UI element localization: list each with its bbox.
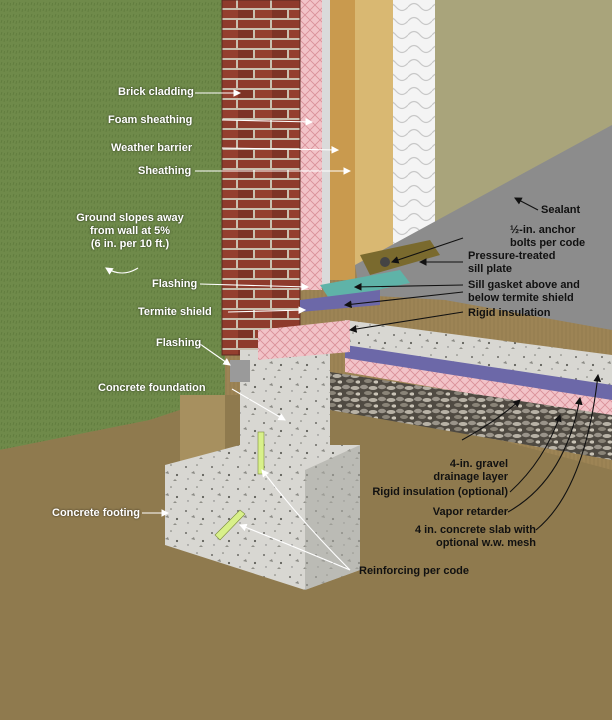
label-flashing-upper: Flashing <box>152 278 198 290</box>
label-anchor-bolts: ½-in. anchor bolts per code <box>510 224 585 250</box>
label-ground-slope: Ground slopes away from wall at 5% (6 in… <box>70 212 190 251</box>
foam-sheathing-layer <box>300 0 322 290</box>
label-anchor-bolts-line2: bolts per code <box>510 237 586 249</box>
anchor-bolt <box>380 257 390 267</box>
slab-top <box>355 125 612 330</box>
lower-flashing-piece <box>230 360 250 382</box>
label-rigid-insulation-optional: Rigid insulation (optional) <box>372 486 508 498</box>
brick-wall <box>222 0 300 355</box>
label-gravel-line1: 4-in. gravel <box>449 458 508 470</box>
sill-plate <box>360 240 440 275</box>
gravel-layer <box>330 372 612 460</box>
label-ground-slope-line2: from wall at 5% <box>89 225 171 237</box>
label-foam-sheathing: Foam sheathing <box>108 114 193 126</box>
label-gravel: 4-in. gravel drainage layer <box>380 458 508 484</box>
wall-stud <box>355 0 393 265</box>
batt-insulation <box>393 0 435 260</box>
label-vapor-retarder: Vapor retarder <box>432 506 508 518</box>
label-sheathing: Sheathing <box>138 165 192 177</box>
label-concrete-slab: 4 in. concrete slab with optional w.w. m… <box>380 524 536 550</box>
label-sill-gasket-line1: Sill gasket above and <box>468 279 580 291</box>
rebar-horizontal <box>214 509 246 541</box>
label-sill-gasket: Sill gasket above and below termite shie… <box>468 279 580 305</box>
label-ground-slope-line1: Ground slopes away <box>76 212 184 224</box>
slab-rigid-insulation <box>345 358 612 418</box>
label-termite-shield: Termite shield <box>138 306 212 318</box>
termite-shield-layer <box>320 270 410 300</box>
label-sill-plate: Pressure-treated sill plate <box>468 250 555 276</box>
foundation-insulation <box>258 320 350 360</box>
label-sealant: Sealant <box>541 204 581 216</box>
label-flashing-lower: Flashing <box>156 337 202 349</box>
label-anchor-bolts-line1: ½-in. anchor <box>510 224 576 236</box>
lawn <box>0 0 225 450</box>
label-concrete-slab-line1: 4 in. concrete slab with <box>414 524 536 536</box>
label-sill-gasket-line2: below termite shield <box>468 292 574 304</box>
label-concrete-slab-line2: optional w.w. mesh <box>435 537 536 549</box>
label-ground-slope-line3: (6 in. per 10 ft.) <box>90 238 170 250</box>
label-brick-cladding: Brick cladding <box>118 86 194 98</box>
sheathing-layer <box>330 0 355 280</box>
label-weather-barrier: Weather barrier <box>111 142 193 154</box>
label-gravel-line2: drainage layer <box>433 471 508 483</box>
label-sill-plate-line2: sill plate <box>468 263 513 275</box>
gasket-layer <box>300 290 380 312</box>
weather-barrier-layer <box>322 0 330 285</box>
rebar-vertical <box>257 431 265 475</box>
label-reinforcing: Reinforcing per code <box>359 565 470 577</box>
label-concrete-foundation: Concrete foundation <box>98 382 206 394</box>
slab-edge <box>345 320 612 390</box>
label-concrete-footing: Concrete footing <box>52 507 140 519</box>
label-sill-plate-line1: Pressure-treated <box>468 250 556 262</box>
label-rigid-insulation: Rigid insulation <box>468 307 551 319</box>
